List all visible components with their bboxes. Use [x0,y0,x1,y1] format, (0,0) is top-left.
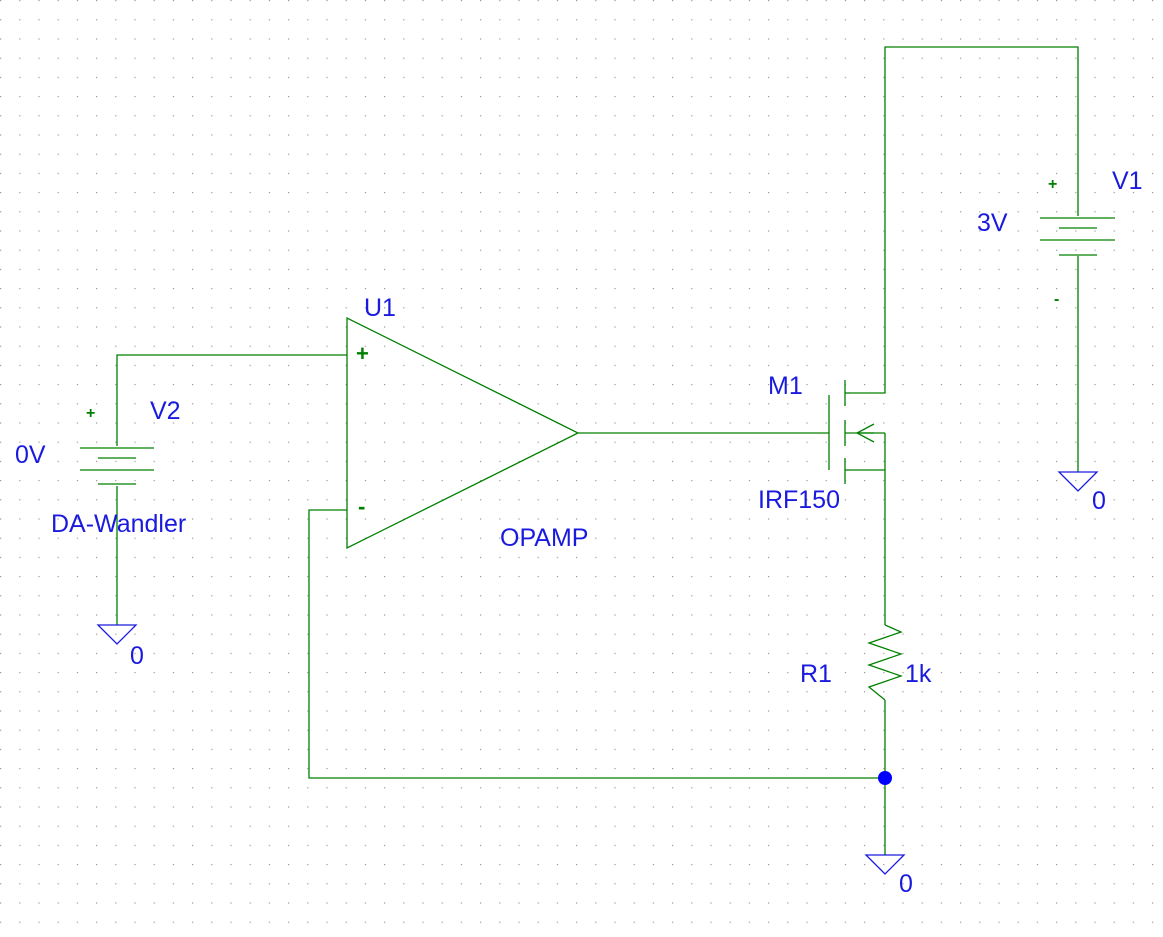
v2-plus-sign: + [86,405,95,422]
ground-label-v1: 0 [1092,487,1106,515]
opamp-triangle[interactable] [346,316,580,550]
ground-label-v2: 0 [130,642,144,670]
ground-symbol-main[interactable] [864,854,906,875]
m1-ref-label: M1 [768,372,803,400]
v1-ref-label: V1 [1112,167,1143,195]
wire-drain-to-v1[interactable] [850,46,1079,394]
wire-feedback[interactable] [308,509,885,779]
r1-value-label: 1k [905,660,932,688]
ground-symbol-v1[interactable] [1057,471,1099,492]
m1-value-label: IRF150 [758,486,840,514]
v2-value-label: 0V [15,441,46,469]
v1-source-symbol[interactable] [1040,217,1115,256]
resistor-r1-symbol[interactable] [867,624,903,701]
v2-ref-label: V2 [150,397,181,425]
ground-symbol-v2[interactable] [96,624,138,645]
opamp-minus-pin: - [358,494,365,519]
r1-ref-label: R1 [800,660,832,688]
v2-source-symbol[interactable] [80,447,154,485]
junction-dot [878,771,892,785]
v1-plus-sign: + [1048,176,1057,193]
mosfet-symbol[interactable] [828,380,886,484]
v1-value-label: 3V [977,209,1008,237]
u1-value-label: OPAMP [500,524,588,552]
u1-ref-label: U1 [364,294,396,322]
wire-v2-to-plus[interactable] [116,354,347,446]
ground-label-main: 0 [899,870,913,898]
opamp-plus-pin: + [356,341,369,366]
v1-minus-sign: - [1054,291,1059,308]
v2-name-label: DA-Wandler [51,510,186,538]
